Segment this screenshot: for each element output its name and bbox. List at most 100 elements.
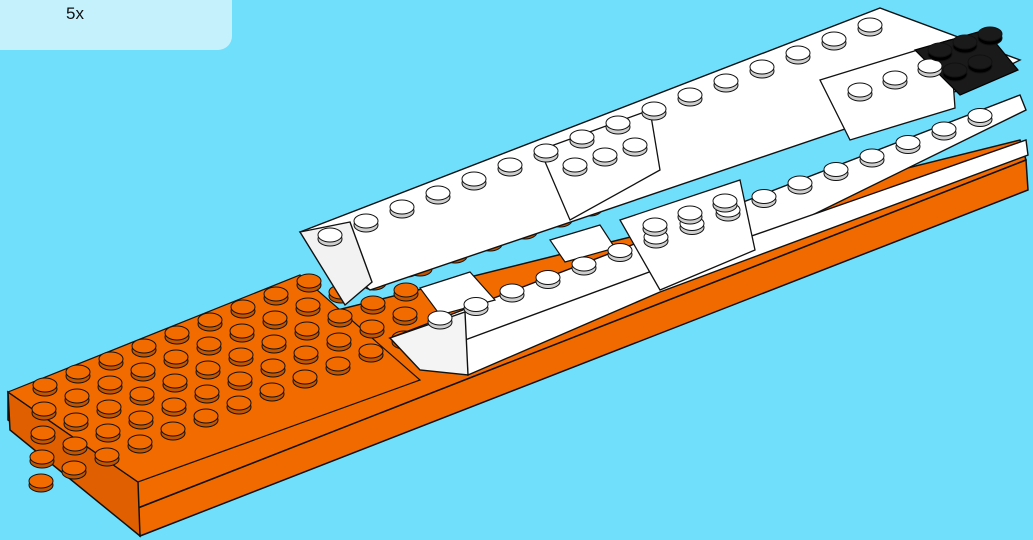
stud <box>967 54 993 74</box>
stud <box>130 362 156 382</box>
stud <box>129 386 155 406</box>
stud <box>292 369 318 389</box>
stud <box>226 395 252 415</box>
stud <box>592 147 618 167</box>
stud <box>193 408 219 428</box>
stud <box>62 436 88 456</box>
stud <box>427 310 453 330</box>
stud <box>917 58 943 78</box>
stud <box>327 308 353 328</box>
stud <box>131 338 157 358</box>
stud <box>228 347 254 367</box>
stud <box>98 351 124 371</box>
stud <box>641 101 667 121</box>
stud <box>713 73 739 93</box>
stud <box>294 321 320 341</box>
stud <box>749 59 775 79</box>
stud <box>260 358 286 378</box>
stud <box>823 162 849 181</box>
stud <box>927 42 953 62</box>
stud <box>65 364 91 384</box>
stud <box>326 332 352 352</box>
stud <box>787 175 813 195</box>
stud <box>96 399 122 419</box>
stud <box>164 325 190 345</box>
stud <box>261 334 287 354</box>
stud <box>262 310 288 330</box>
stud <box>571 256 597 276</box>
stud <box>29 449 55 469</box>
stud <box>562 157 588 177</box>
stud <box>30 425 56 445</box>
stud <box>393 282 419 302</box>
stud <box>325 356 351 376</box>
stud <box>195 360 221 380</box>
stud <box>977 26 1003 46</box>
stud <box>61 460 87 480</box>
stud <box>97 375 123 395</box>
stud <box>293 345 319 365</box>
stud <box>194 384 220 404</box>
stud <box>497 157 523 177</box>
part-quantity: 5x <box>66 4 84 23</box>
stud <box>197 312 223 332</box>
stud <box>857 17 883 37</box>
stud <box>677 87 703 107</box>
stud <box>952 34 978 54</box>
stud <box>128 410 154 430</box>
stud <box>642 217 668 237</box>
stud <box>389 199 415 219</box>
stud <box>677 205 703 225</box>
stud <box>942 62 968 82</box>
stud <box>161 397 187 417</box>
stud <box>63 412 89 432</box>
stud <box>296 273 322 293</box>
black-studs <box>927 26 1003 82</box>
white-wall-slope <box>298 221 373 307</box>
stud <box>95 423 121 443</box>
stud <box>821 31 847 51</box>
stud <box>785 45 811 65</box>
stud <box>127 434 153 454</box>
stud <box>360 295 386 315</box>
stud <box>461 171 487 191</box>
stud <box>463 297 489 316</box>
stud <box>847 82 873 102</box>
stud <box>622 137 648 157</box>
stud <box>295 297 321 317</box>
white-studs <box>317 17 993 330</box>
stud <box>751 189 777 208</box>
stud <box>230 299 256 319</box>
stud <box>499 283 525 303</box>
stud <box>31 401 57 421</box>
stud <box>425 185 451 205</box>
stud <box>227 371 253 391</box>
stud <box>162 373 188 393</box>
stud <box>859 148 885 168</box>
stud <box>569 129 595 149</box>
parts-callout: 5x <box>0 0 232 50</box>
stud <box>317 227 343 247</box>
stud <box>392 306 418 326</box>
stud <box>28 473 54 493</box>
stud <box>32 377 58 397</box>
stud <box>535 270 561 289</box>
stud <box>229 323 255 343</box>
stud <box>931 121 957 141</box>
stud <box>895 135 921 154</box>
stud <box>163 349 189 369</box>
stud <box>712 193 738 213</box>
stud <box>263 286 289 306</box>
stud <box>160 421 186 441</box>
stud <box>358 343 384 363</box>
stud <box>533 143 559 163</box>
stud <box>607 243 633 262</box>
stud <box>196 336 222 356</box>
stud <box>259 382 285 402</box>
stud <box>605 115 631 135</box>
stud <box>64 388 90 408</box>
stud <box>359 319 385 339</box>
stud <box>94 447 120 467</box>
stud <box>967 108 993 127</box>
